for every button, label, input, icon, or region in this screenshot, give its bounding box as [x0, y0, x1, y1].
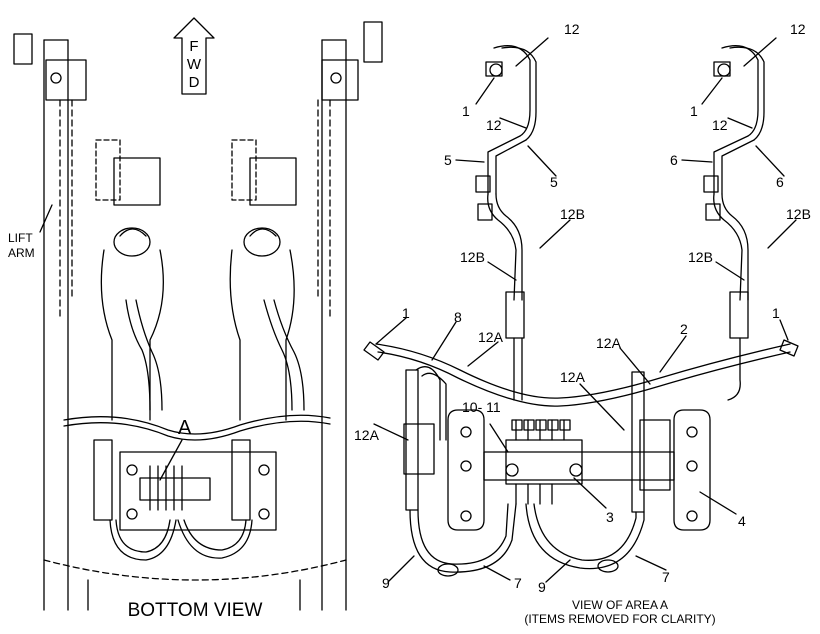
- callout-12a: 12A: [354, 427, 379, 443]
- area-a-caption-line2: (ITEMS REMOVED FOR CLARITY): [524, 612, 716, 626]
- area-a-label: A: [178, 417, 192, 439]
- callout-6: 6: [776, 174, 784, 190]
- callout-10-11: 10- 11: [462, 399, 501, 415]
- callout-9: 9: [538, 579, 546, 595]
- lift-arm-label-line1: LIFT: [8, 231, 33, 245]
- callout-12a: 12A: [596, 335, 621, 351]
- area-a-caption-line1: VIEW OF AREA A: [571, 598, 669, 612]
- callout-4: 4: [738, 513, 746, 529]
- callout-8: 8: [454, 309, 462, 325]
- callout-1: 1: [402, 305, 410, 321]
- callout-12: 12: [486, 117, 502, 133]
- fwd-label: F W D: [174, 33, 214, 97]
- callout-9: 9: [382, 575, 390, 591]
- callout-12b: 12B: [460, 249, 485, 265]
- callout-12: 12: [712, 117, 728, 133]
- callout-12b: 12B: [786, 206, 811, 222]
- callout-12a: 12A: [560, 369, 585, 385]
- callout-5: 5: [550, 174, 558, 190]
- callout-1: 1: [690, 103, 698, 119]
- callout-12b: 12B: [560, 206, 585, 222]
- callout-12: 12: [790, 21, 806, 37]
- fwd-letter-d: D: [188, 74, 200, 91]
- area-a-detail-drawing: [363, 37, 799, 583]
- bottom-view-drawing: [13, 21, 383, 611]
- callout-7: 7: [662, 569, 670, 585]
- fwd-letter-f: F: [189, 38, 199, 55]
- callout-1: 1: [462, 103, 470, 119]
- lift-arm-label-line2: ARM: [8, 246, 35, 260]
- callout-12: 12: [564, 21, 580, 37]
- callout-12a: 12A: [478, 329, 503, 345]
- callout-12b: 12B: [688, 249, 713, 265]
- fwd-arrow-icon: [173, 17, 215, 95]
- callout-7: 7: [514, 575, 522, 591]
- callout-1: 1: [772, 305, 780, 321]
- callout-5: 5: [444, 152, 452, 168]
- callout-6: 6: [670, 152, 678, 168]
- bottom-view-caption: BOTTOM VIEW: [127, 600, 263, 621]
- fwd-letter-w: W: [186, 56, 202, 73]
- callout-2: 2: [680, 321, 688, 337]
- callout-3: 3: [606, 509, 614, 525]
